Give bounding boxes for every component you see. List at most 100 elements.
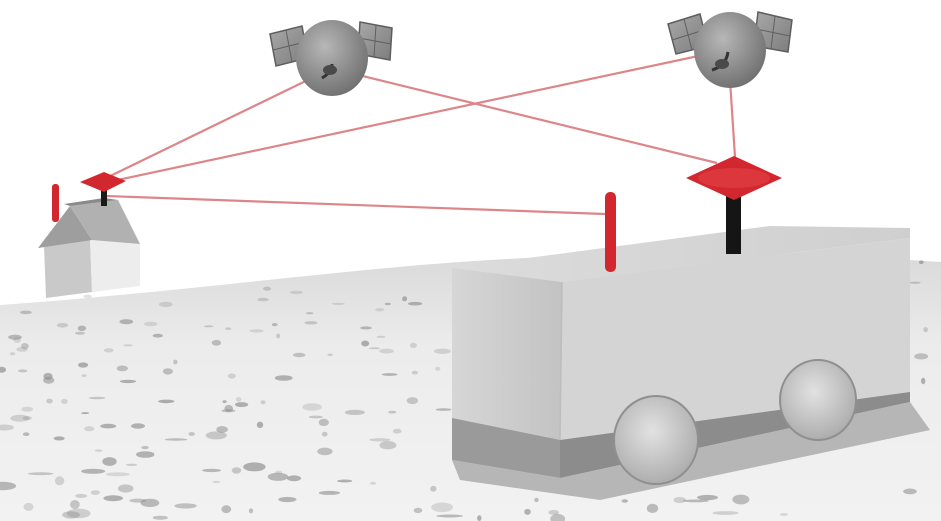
ground-speckle bbox=[46, 398, 53, 404]
ground-speckle bbox=[435, 408, 452, 411]
ground-speckle bbox=[140, 498, 160, 508]
ground-speckle bbox=[0, 481, 17, 491]
ground-speckle bbox=[379, 348, 394, 354]
ground-speckle bbox=[119, 319, 134, 325]
ground-speckle bbox=[302, 403, 322, 411]
ground-speckle bbox=[406, 397, 419, 405]
ground-speckle bbox=[430, 485, 437, 492]
ground-speckle bbox=[621, 499, 628, 503]
house-roof-front bbox=[38, 206, 92, 248]
ground-speckle bbox=[369, 481, 377, 485]
ground-speckle bbox=[136, 451, 155, 458]
signal-line-sat2-base bbox=[107, 53, 704, 184]
ground-speckle bbox=[682, 499, 710, 503]
ground-speckle bbox=[202, 468, 222, 473]
ground-speckle bbox=[103, 348, 114, 353]
ground-speckle bbox=[712, 511, 739, 515]
ground-speckle bbox=[174, 503, 197, 509]
ground-speckle bbox=[697, 494, 718, 501]
ground-speckle bbox=[21, 343, 29, 350]
ground-speckle bbox=[368, 347, 381, 350]
ground-speckle bbox=[411, 370, 418, 375]
ground-speckle bbox=[53, 436, 65, 441]
ground-speckle bbox=[921, 377, 926, 385]
ground-speckle bbox=[923, 327, 928, 333]
ground-speckle bbox=[431, 502, 453, 513]
ground-speckle bbox=[548, 510, 559, 515]
ground-speckle bbox=[158, 399, 175, 404]
ground-speckle bbox=[909, 281, 921, 284]
ground-speckle bbox=[278, 496, 297, 503]
ground-speckle bbox=[125, 463, 138, 466]
ground-speckle bbox=[9, 352, 16, 356]
ground-speckle bbox=[22, 432, 30, 437]
ground-speckle bbox=[78, 362, 89, 368]
ground-speckle bbox=[304, 321, 318, 325]
ground-speckle bbox=[224, 404, 233, 413]
ground-speckle bbox=[75, 331, 85, 335]
ground-speckle bbox=[203, 325, 214, 328]
ground-speckle bbox=[90, 490, 100, 495]
ground-speckle bbox=[524, 508, 531, 515]
ground-speckle bbox=[81, 374, 87, 377]
ground-speckle bbox=[243, 462, 266, 472]
ground-speckle bbox=[305, 312, 314, 315]
ground-speckle bbox=[388, 410, 397, 414]
ground-speckle bbox=[84, 426, 95, 432]
ground-speckle bbox=[289, 290, 303, 295]
ground-speckle bbox=[56, 323, 69, 328]
ground-speckle bbox=[381, 373, 398, 376]
ground-speckle bbox=[162, 368, 173, 375]
ground-speckle bbox=[534, 497, 539, 503]
ground-speckle bbox=[116, 365, 128, 372]
rover-wheel-front bbox=[613, 395, 699, 485]
ground-speckle bbox=[550, 513, 566, 521]
satellite-body bbox=[694, 12, 766, 88]
ground-speckle bbox=[317, 447, 333, 456]
ground-speckle bbox=[152, 333, 163, 338]
signal-line-sat1-base bbox=[101, 75, 317, 181]
ground-speckle bbox=[77, 325, 87, 332]
ground-speckle bbox=[732, 494, 750, 505]
ground-speckle bbox=[477, 515, 482, 521]
ground-speckle bbox=[331, 302, 345, 305]
ground-speckle bbox=[0, 366, 6, 373]
satellite-body bbox=[296, 20, 368, 96]
ground-speckle bbox=[409, 342, 417, 348]
ground-speckle bbox=[308, 415, 323, 419]
ground-speckle bbox=[248, 508, 254, 514]
ground-speckle bbox=[646, 503, 659, 513]
ground-speckle bbox=[164, 438, 188, 441]
ground-speckle bbox=[212, 480, 221, 484]
ground-speckle bbox=[188, 432, 195, 436]
ground-speckle bbox=[914, 353, 929, 360]
rover-vehicle-icon bbox=[452, 156, 930, 500]
ground-speckle bbox=[173, 359, 178, 365]
ground-speckle bbox=[361, 340, 370, 347]
ground-speckle bbox=[159, 301, 173, 308]
ground-speckle bbox=[225, 327, 232, 331]
ground-speckle bbox=[70, 500, 80, 509]
ground-speckle bbox=[19, 310, 32, 315]
signal-line-sat1-rover bbox=[337, 68, 718, 165]
radio-antenna-icon bbox=[52, 184, 59, 222]
ground-speckle bbox=[779, 513, 789, 516]
ground-speckle bbox=[256, 421, 264, 428]
ground-speckle bbox=[434, 348, 451, 354]
ground-speckle bbox=[129, 498, 147, 503]
ground-speckle bbox=[903, 488, 917, 495]
ground-speckle bbox=[152, 515, 168, 520]
ground-speckle bbox=[100, 423, 117, 429]
ground-speckle bbox=[81, 468, 106, 474]
ground-speckle bbox=[227, 373, 236, 379]
ground-speckle bbox=[375, 308, 385, 312]
ground-speckle bbox=[94, 449, 103, 452]
ground-speckle bbox=[83, 294, 92, 298]
rover-top bbox=[452, 226, 910, 282]
satellite-icon bbox=[667, 11, 793, 88]
ground-speckle bbox=[211, 339, 222, 346]
ground-speckle bbox=[231, 467, 242, 474]
ground-speckle bbox=[102, 457, 117, 466]
ground-speckle bbox=[16, 347, 28, 352]
